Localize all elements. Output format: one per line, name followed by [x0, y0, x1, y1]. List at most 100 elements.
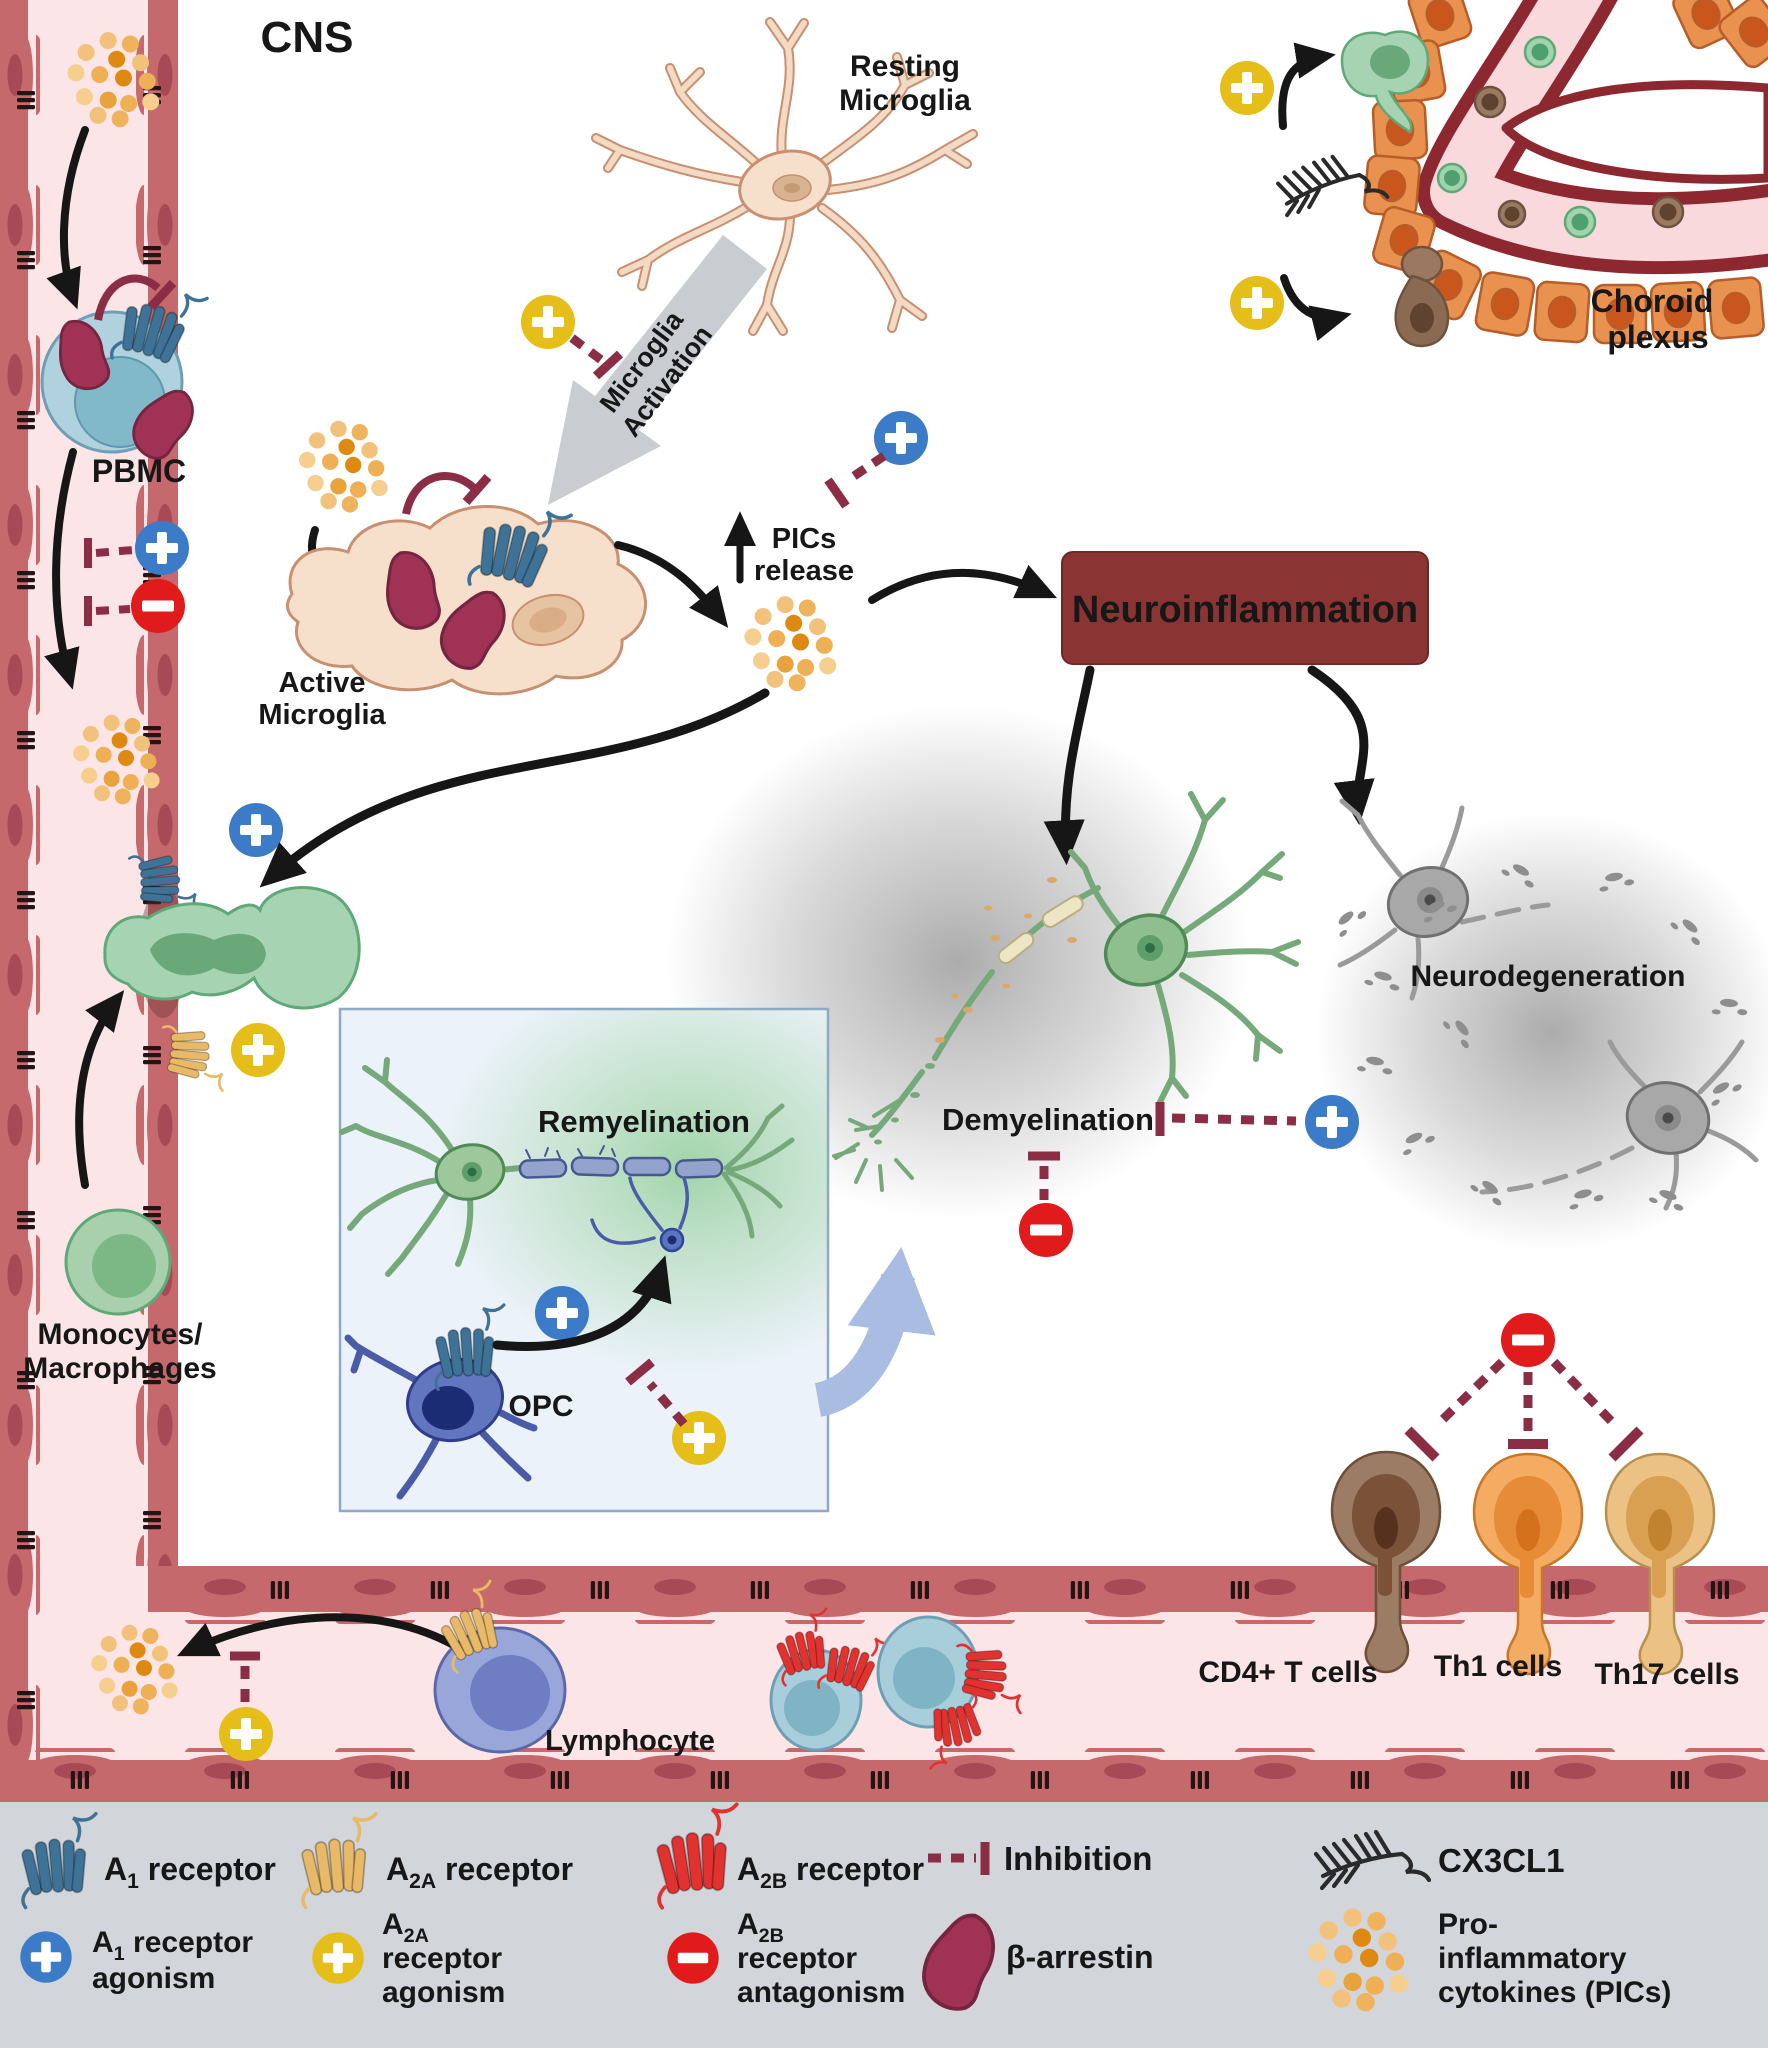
- cd4-t-cell: [1330, 1450, 1442, 1674]
- lumen-to-wall-arrow: [75, 990, 125, 1189]
- myelin-debris: [874, 877, 1084, 1145]
- to-demyelination-arrow: [1043, 665, 1095, 866]
- active-microglia-scene: Active Microglia: [258, 420, 729, 731]
- pics-release-label: release: [754, 555, 854, 587]
- opc-differentiation-arrow: [492, 1255, 672, 1351]
- microglia-to-pics-arrow: [614, 541, 729, 628]
- inhibition-tbar: [592, 350, 624, 380]
- choroid-top-arrow: [1278, 42, 1336, 130]
- active-microglia-label: Active: [278, 667, 365, 699]
- lymphocyte-scene: Lymphocyte: [91, 1579, 715, 1761]
- inhibition-connector: [95, 605, 131, 615]
- neurodegeneration-blur: [1316, 812, 1768, 1252]
- inhibition-tbar: [824, 477, 850, 509]
- inhibition-tbar: [1404, 1426, 1440, 1462]
- legend-a2a-agonism-label: agonism: [382, 1976, 505, 2009]
- neuroinflammation-label: Neuroinflammation: [1072, 589, 1418, 631]
- a2b-cell-2: [876, 1615, 1028, 1770]
- a2a-agonism-icon: [231, 1023, 285, 1077]
- microglia-to-monocyte-arrow: [259, 688, 770, 888]
- remyelination-scene: Remyelination OPC: [338, 1007, 936, 1513]
- a1-agonism-icon: [229, 803, 283, 857]
- th1-cell: [1472, 1452, 1584, 1676]
- escaping-green-cell: [1340, 30, 1430, 134]
- legend-a2a-agonism-label: A2A: [382, 1908, 429, 1947]
- pbmc-cell: [40, 275, 209, 468]
- neurodegeneration-label: Neurodegeneration: [1410, 960, 1685, 993]
- legend-panel: [0, 1802, 1768, 2048]
- legend-a2a-agonism-label: receptor: [382, 1942, 502, 1975]
- pbmc-release-arrow: [44, 448, 80, 690]
- a2a-agonism-icon: [219, 1707, 273, 1761]
- choroid-plexus-label: plexus: [1607, 319, 1708, 355]
- legend-a1-agonism-label: A1 receptor: [92, 1926, 253, 1965]
- remyelination-to-lesion-arrow: [813, 1247, 936, 1417]
- a1-agonism-icon: [535, 1286, 589, 1340]
- inhibition-connector: [646, 1381, 688, 1427]
- a2a-agonism-icon: [1230, 276, 1284, 330]
- escaping-brown-cell: [1394, 245, 1450, 348]
- axon-terminal: [721, 1103, 795, 1239]
- pics-release-label: PICs: [772, 523, 836, 555]
- a2b-antagonism-icon: [667, 1932, 719, 1984]
- monocyte-cell: [64, 1208, 172, 1316]
- monocyte-transmigration-scene: Monocytes/ Macrophages: [23, 688, 770, 1385]
- monocytes-label: Monocytes/: [37, 1318, 203, 1351]
- degenerating-neuron-1: [1337, 798, 1551, 1001]
- neuroinflammation-node: Neuroinflammation: [1043, 551, 1429, 866]
- a1-agonism-icon: [135, 521, 189, 575]
- choroid-plexus-scene: Choroid plexus: [1220, 0, 1768, 355]
- myelin-sheaths: [518, 1145, 724, 1179]
- pics-to-neuroinflammation-arrow: [868, 564, 1058, 604]
- inhibition-connector: [1171, 1113, 1297, 1126]
- legend-pics-label: Pro-: [1438, 1908, 1498, 1941]
- a2b-lymphocytes: [767, 1607, 1028, 1770]
- legend-beta-arrestin-label: β-arrestin: [1006, 1939, 1154, 1975]
- cytokines-to-pbmc-arrow: [46, 126, 89, 310]
- legend-a2b-receptor-label: A2B receptor: [737, 1851, 924, 1893]
- legend-a2a-receptor-label: A2A receptor: [386, 1851, 573, 1893]
- degenerating-neuron-2: [1479, 1039, 1759, 1211]
- th1-cells-label: Th1 cells: [1434, 1650, 1562, 1683]
- remyelination-label: Remyelination: [538, 1104, 750, 1139]
- th17-cells-label: Th17 cells: [1594, 1658, 1739, 1691]
- a1-agonism-icon: [1305, 1095, 1359, 1149]
- active-microglia-cell: [286, 493, 648, 696]
- transmigrating-monocyte: [103, 886, 361, 1010]
- oligodendrocyte: [590, 1176, 689, 1253]
- active-microglia-label: Microglia: [258, 699, 386, 731]
- inhibition-tbar: [147, 279, 177, 311]
- inhibition-tbar: [462, 474, 492, 505]
- lymphocyte-release-arrow: [176, 1613, 466, 1657]
- choroid-plexus-label: Choroid: [1591, 283, 1714, 319]
- inhibition-arc: [402, 472, 477, 515]
- vessel-wall-bottom: [28, 1760, 1768, 1802]
- th17-cell: [1604, 1452, 1716, 1676]
- inhibition-arc: [94, 274, 161, 321]
- choroid-epithelial-cells: [1363, 0, 1768, 345]
- inhibition-connector: [845, 452, 887, 484]
- opc-label: OPC: [508, 1390, 573, 1423]
- a1-agonism-icon: [20, 1931, 72, 1983]
- t-cell-scene: CD4+ T cells Th1 cells Th17 cells: [1198, 1313, 1740, 1691]
- a2a-agonism-icon: [1220, 61, 1274, 115]
- demyelination-label: Demyelination: [942, 1102, 1154, 1137]
- cns-label: CNS: [261, 13, 354, 62]
- demyelination-scene: Demyelination: [832, 791, 1359, 1257]
- resting-microglia-label: Microglia: [839, 84, 971, 117]
- legend-a2b-antagonism-label: antagonism: [737, 1976, 905, 2009]
- a2a-agonism-icon: [312, 1932, 364, 1984]
- pbmc-label: PBMC: [92, 453, 186, 489]
- legend-a1-agonism-label: agonism: [92, 1962, 215, 1995]
- neurodegeneration-scene: Neurodegeneration: [1330, 798, 1759, 1214]
- inhibition-connector: [1550, 1358, 1620, 1430]
- inhibition-connector: [95, 546, 134, 557]
- inhibition-tbar: [1608, 1426, 1644, 1462]
- remyelinated-neuron: [339, 1057, 795, 1277]
- inhibition-connector: [1432, 1358, 1506, 1430]
- inhibition-tbar: [625, 1358, 655, 1386]
- choroid-bottom-arrow: [1280, 274, 1352, 342]
- legend-cx3cl1-label: CX3CL1: [1438, 1842, 1565, 1879]
